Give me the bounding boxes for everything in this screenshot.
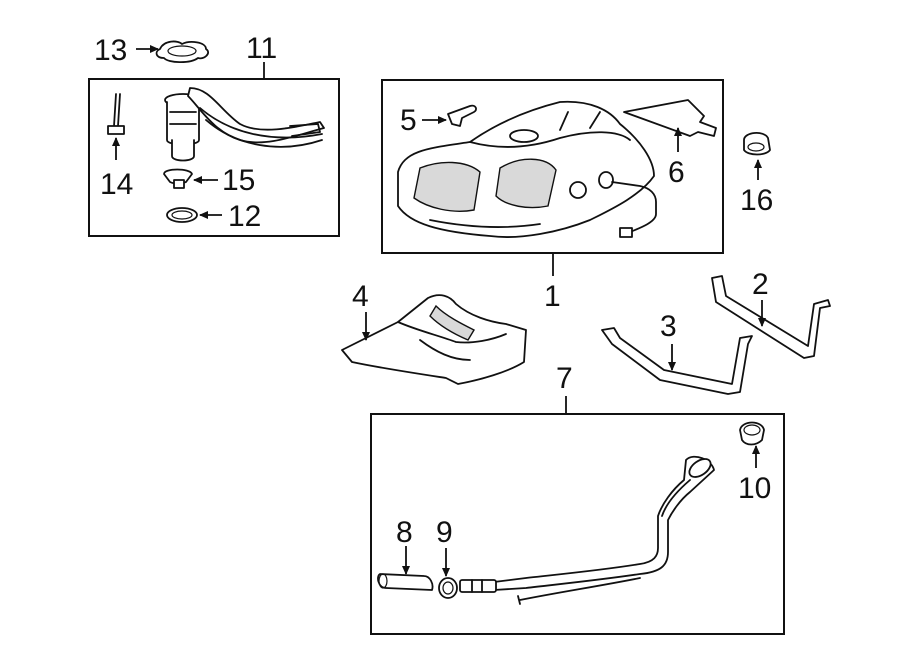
filler-pipe-group (370, 396, 785, 635)
part-15-valve (163, 168, 218, 189)
fuel-tank-group (381, 79, 724, 276)
group-box-11 (88, 78, 340, 237)
callout-5: 5 (400, 104, 417, 137)
group-box-7 (370, 413, 785, 635)
part-13-seal-ring (136, 40, 209, 64)
part-8-filler-hose (377, 546, 434, 591)
part-2-tank-strap (711, 275, 831, 359)
callout-15: 15 (222, 164, 255, 197)
callout-12: 12 (228, 200, 261, 233)
callout-11: 11 (246, 32, 277, 65)
callout-1: 1 (544, 280, 561, 313)
part-12-o-ring (166, 207, 222, 223)
callout-16: 16 (740, 184, 773, 217)
part-3-tank-strap (601, 327, 753, 395)
callout-6: 6 (668, 156, 685, 189)
part-5-clip (422, 104, 477, 127)
part-1-fuel-tank (397, 100, 657, 238)
callout-4: 4 (352, 280, 369, 313)
callout-9: 9 (436, 516, 453, 549)
callout-2: 2 (752, 268, 769, 301)
part-10-cap (739, 421, 765, 468)
callout-7: 7 (556, 362, 573, 395)
callout-3: 3 (660, 310, 677, 343)
callout-13: 13 (94, 34, 127, 67)
callout-10: 10 (738, 472, 771, 505)
part-4-underbody-shield (341, 294, 527, 385)
part-14-level-sensor (107, 93, 125, 160)
fuel-pump-module-group (88, 40, 340, 237)
part-9-hose-clamp (438, 548, 458, 599)
part-7-filler-pipe (459, 455, 715, 605)
callout-8: 8 (396, 516, 413, 549)
part-11-fuel-pump-module (164, 87, 325, 162)
callout-14: 14 (100, 168, 133, 201)
part-16-grommet (743, 132, 771, 180)
part-6-heat-shield (623, 99, 717, 152)
